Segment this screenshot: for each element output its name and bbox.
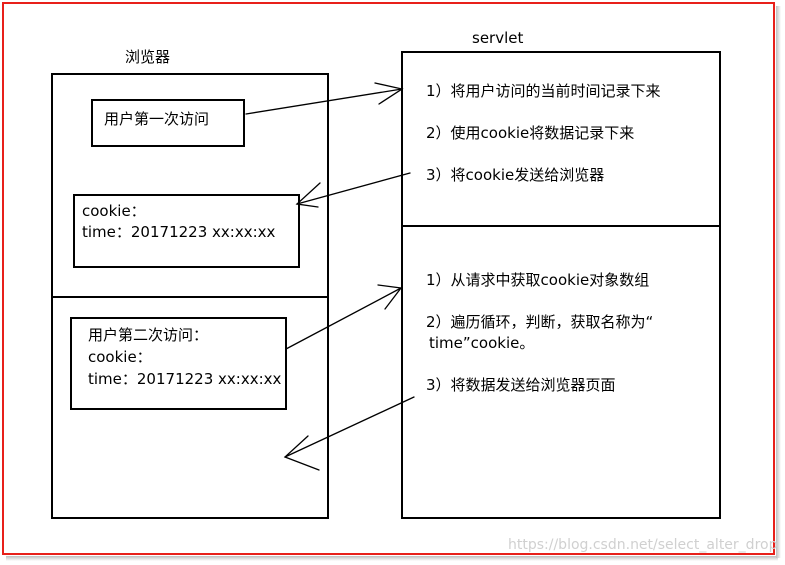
servlet-panel <box>401 51 721 519</box>
servlet-step-2: 2）使用cookie将数据记录下来 <box>426 124 635 142</box>
watermark: https://blog.csdn.net/select_alter_drop <box>508 537 778 553</box>
second-visit-box: 用户第二次访问： cookie： time：20171223 xx:xx:xx <box>70 317 287 410</box>
servlet-read-step-2: 2）遍历循环，判断，获取名称为“ <box>426 313 654 331</box>
frame-shadow-bottom <box>6 556 778 561</box>
second-visit-label: 用户第二次访问： <box>88 326 209 344</box>
browser-divider <box>51 296 329 298</box>
arrow-first-request <box>245 82 404 115</box>
first-visit-label: 用户第一次访问 <box>104 110 210 128</box>
servlet-divider <box>401 225 721 227</box>
servlet-read-step-2-cont: time”cookie。 <box>429 334 535 352</box>
arrow-second-request <box>285 284 403 350</box>
diagram-frame <box>2 2 775 555</box>
browser-title: 浏览器 <box>125 48 171 66</box>
second-cookie-label: cookie： <box>88 348 152 366</box>
second-cookie-time: time：20171223 xx:xx:xx <box>88 370 282 388</box>
arrow-set-cookie-response <box>295 172 411 208</box>
arrow-page-response <box>283 396 415 471</box>
cookie-label: cookie： <box>82 202 146 220</box>
first-visit-box: 用户第一次访问 <box>91 99 245 147</box>
servlet-read-step-1: 1）从请求中获取cookie对象数组 <box>426 271 650 289</box>
cookie-box: cookie： time：20171223 xx:xx:xx <box>73 194 300 268</box>
servlet-read-step-3: 3）将数据发送给浏览器页面 <box>426 376 616 394</box>
servlet-step-1: 1）将用户访问的当前时间记录下来 <box>426 82 661 100</box>
servlet-step-3: 3）将cookie发送给浏览器 <box>426 166 605 184</box>
servlet-title: servlet <box>472 29 524 47</box>
cookie-time: time：20171223 xx:xx:xx <box>82 223 276 241</box>
frame-shadow-right <box>776 6 781 558</box>
